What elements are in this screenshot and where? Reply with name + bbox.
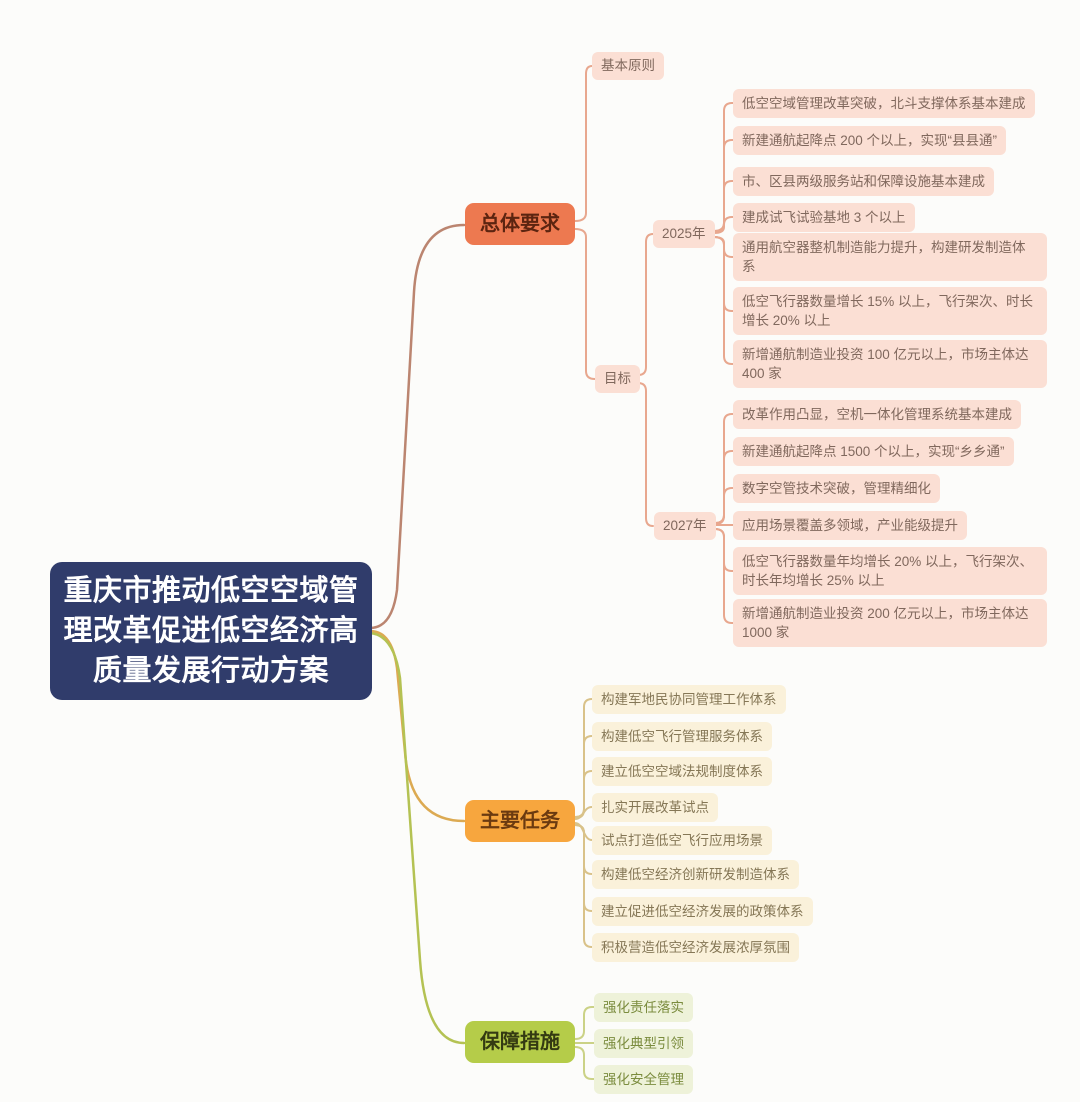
leaf-2025-item[interactable]: 新增通航制造业投资 100 亿元以上，市场主体达 400 家 [733, 340, 1047, 389]
leaf-2027-item[interactable]: 改革作用凸显，空机一体化管理系统基本建成 [733, 400, 1021, 430]
connector-overall-goals [574, 228, 596, 380]
leaf-task-item[interactable]: 积极营造低空经济发展浓厚氛围 [592, 933, 799, 963]
leaf-2025-item[interactable]: 低空飞行器数量增长 15% 以上，飞行架次、时长增长 20% 以上 [733, 287, 1047, 336]
connector-goals-2025 [637, 233, 654, 376]
leaf-task-item[interactable]: 扎实开展改革试点 [592, 793, 718, 823]
leaf-task-item[interactable]: 建立低空空域法规制度体系 [592, 757, 772, 787]
leaf-safeguard-item[interactable]: 强化典型引领 [594, 1029, 693, 1059]
node-goals[interactable]: 目标 [595, 365, 640, 394]
connector-overall-principles [574, 65, 593, 222]
branch-safeguard-measures[interactable]: 保障措施 [465, 1021, 575, 1063]
connector-root-tasks [368, 629, 466, 823]
leaf-safeguard-item[interactable]: 强化责任落实 [594, 993, 693, 1023]
branch-overall-requirements[interactable]: 总体要求 [465, 203, 575, 245]
leaf-2027-item[interactable]: 新建通航起降点 1500 个以上，实现“乡乡通” [733, 437, 1014, 467]
leaf-2025-item[interactable]: 市、区县两级服务站和保障设施基本建成 [733, 167, 994, 197]
leaf-task-item[interactable]: 建立促进低空经济发展的政策体系 [592, 897, 813, 927]
node-year-2027[interactable]: 2027年 [654, 512, 716, 541]
leaf-task-item[interactable]: 构建低空飞行管理服务体系 [592, 722, 772, 752]
leaf-2025-item[interactable]: 建成试飞试验基地 3 个以上 [733, 203, 915, 233]
node-year-2025[interactable]: 2025年 [653, 220, 715, 249]
branch-main-tasks[interactable]: 主要任务 [465, 800, 575, 842]
connector-root-overall [368, 223, 466, 630]
connector-root-safeguards [368, 631, 466, 1045]
leaf-2025-item[interactable]: 低空空域管理改革突破，北斗支撑体系基本建成 [733, 89, 1035, 119]
connector-goals-2027 [637, 382, 654, 527]
node-basic-principles[interactable]: 基本原则 [592, 52, 664, 81]
leaf-2025-item[interactable]: 通用航空器整机制造能力提升，构建研发制造体系 [733, 233, 1047, 282]
leaf-2027-item[interactable]: 数字空管技术突破，管理精细化 [733, 474, 940, 504]
leaf-2025-item[interactable]: 新建通航起降点 200 个以上，实现“县县通” [733, 126, 1007, 156]
leaf-2027-item[interactable]: 应用场景覆盖多领域，产业能级提升 [733, 511, 967, 541]
root-node[interactable]: 重庆市推动低空空域管理改革促进低空经济高质量发展行动方案 [50, 562, 372, 701]
leaf-task-item[interactable]: 构建军地民协同管理工作体系 [592, 685, 786, 715]
leaf-safeguard-item[interactable]: 强化安全管理 [594, 1065, 693, 1095]
leaf-2027-item[interactable]: 新增通航制造业投资 200 亿元以上，市场主体达 1000 家 [733, 599, 1047, 648]
leaf-task-item[interactable]: 构建低空经济创新研发制造体系 [592, 860, 799, 890]
leaf-2027-item[interactable]: 低空飞行器数量年均增长 20% 以上，飞行架次、时长年均增长 25% 以上 [733, 547, 1047, 596]
leaf-task-item[interactable]: 试点打造低空飞行应用场景 [592, 826, 772, 856]
